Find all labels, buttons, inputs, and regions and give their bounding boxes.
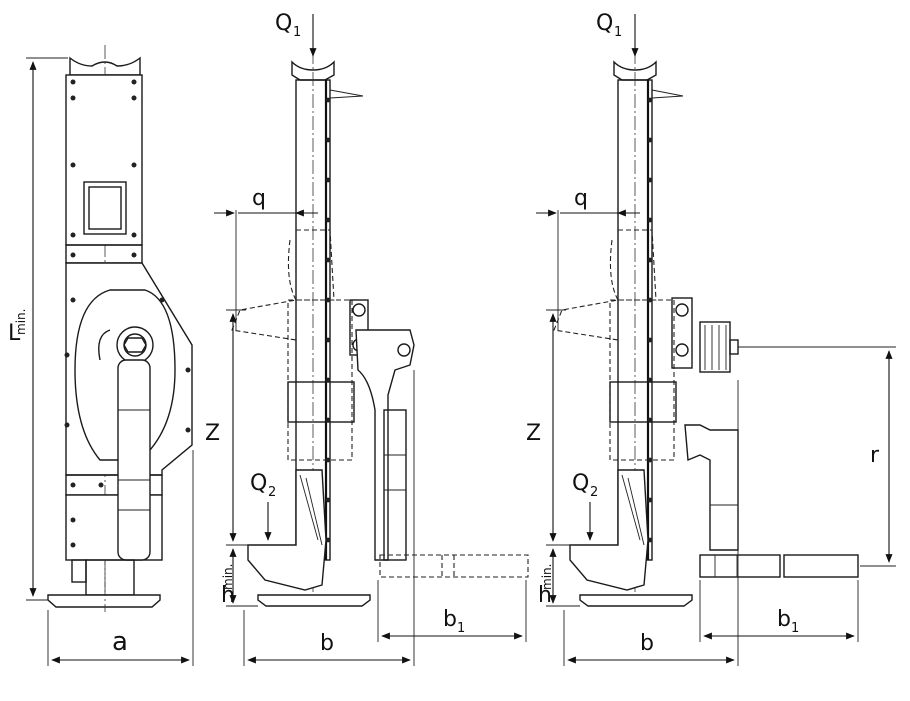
label-L-sub: min. xyxy=(14,309,28,335)
label-h-right: h xyxy=(538,583,552,608)
label-q-right: q xyxy=(574,186,588,211)
dim-Z-mid xyxy=(226,309,250,546)
label-q-mid: q xyxy=(252,186,266,211)
label-b1-mid: b xyxy=(443,607,457,632)
label-Q1-right: Q xyxy=(596,11,613,36)
label-b-mid: b xyxy=(320,631,334,656)
label-Q2-right-sub: 2 xyxy=(590,485,598,500)
rack-teeth-2 xyxy=(647,97,653,543)
label-a: a xyxy=(112,627,128,657)
label-Q2-mid-sub: 2 xyxy=(268,485,276,500)
label-h-mid-sub: min. xyxy=(221,564,235,590)
label-r: r xyxy=(870,443,880,468)
dim-q-mid xyxy=(214,209,318,330)
label-Q1-mid-sub: 1 xyxy=(293,25,301,40)
label-L: L xyxy=(8,321,21,346)
label-b1-mid-sub: 1 xyxy=(457,621,465,636)
dim-a xyxy=(47,450,194,666)
label-h-mid: h xyxy=(221,583,235,608)
label-b-right: b xyxy=(640,631,654,656)
label-Z-mid: Z xyxy=(205,421,220,446)
dim-L xyxy=(26,57,68,601)
dim-h-mid xyxy=(226,548,258,607)
dim-h-right xyxy=(546,548,580,607)
label-Q2-right: Q xyxy=(572,471,589,496)
dim-b-mid xyxy=(243,370,415,666)
label-Z-right: Z xyxy=(526,421,541,446)
label-b1-right-sub: 1 xyxy=(791,621,799,636)
rivets xyxy=(64,79,191,548)
rack-teeth xyxy=(325,97,331,543)
dim-q-right xyxy=(536,209,640,330)
side-view-2 xyxy=(553,50,859,607)
dim-b1-right xyxy=(699,580,859,642)
label-Q2-mid: Q xyxy=(250,471,267,496)
label-Q1-right-sub: 1 xyxy=(614,25,622,40)
dim-r xyxy=(738,346,896,567)
dim-b-right xyxy=(563,380,739,666)
label-b1-right: b xyxy=(777,607,791,632)
front-view xyxy=(47,45,193,612)
side-view-1 xyxy=(231,50,529,607)
dim-Z-right xyxy=(546,309,572,546)
label-h-right-sub: min. xyxy=(540,564,554,590)
label-Q1-mid: Q xyxy=(275,11,292,36)
dim-b1-mid xyxy=(377,580,527,642)
